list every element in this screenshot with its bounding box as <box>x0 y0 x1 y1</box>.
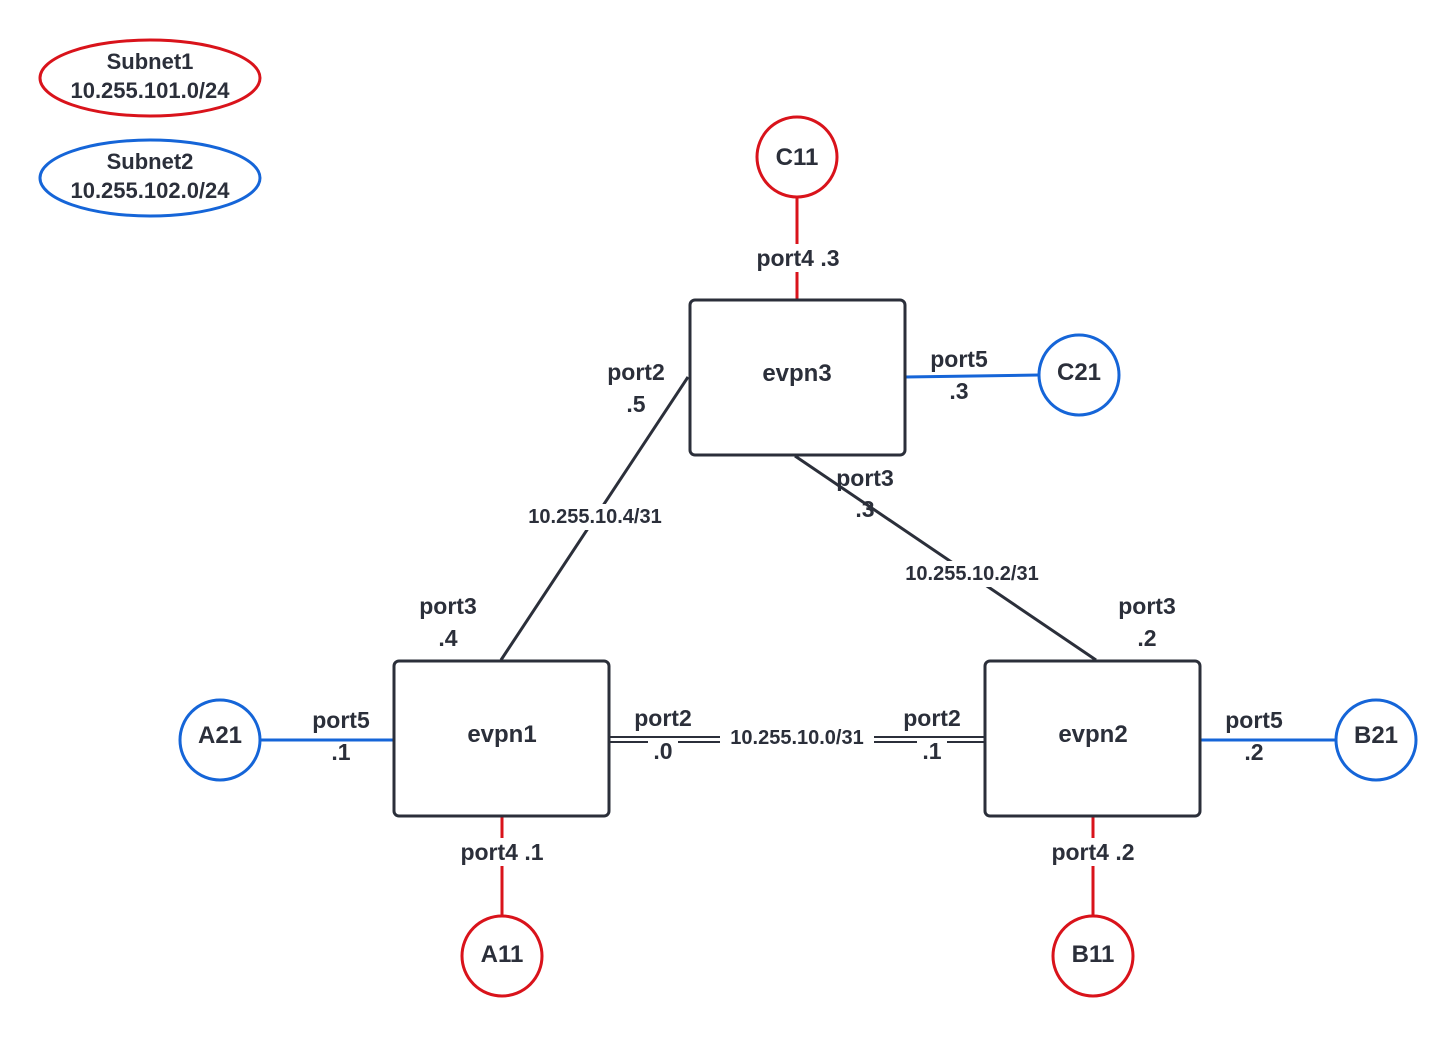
evpn2-port3-name: port3 <box>1118 593 1176 619</box>
host-c21[interactable]: C21 <box>1037 333 1121 417</box>
host-a21[interactable]: A21 <box>178 698 262 782</box>
host-b21-circle[interactable] <box>1334 698 1418 782</box>
legend-subnet2-ellipse <box>38 138 262 218</box>
legend-subnet1-cidr: 10.255.101.0/24 <box>70 78 230 103</box>
router-evpn2[interactable]: evpn2 <box>983 659 1202 818</box>
evpn3-port2-ip: .5 <box>626 391 645 417</box>
host-b21-label: B21 <box>1354 722 1398 749</box>
evpn1-port2-name: port2 <box>634 705 692 731</box>
link-network-labels: 10.255.10.0/31 10.255.10.4/31 10.255.10.… <box>518 504 1049 749</box>
router-evpn1[interactable]: evpn1 <box>392 659 611 818</box>
router-evpn3-label: evpn3 <box>762 360 831 387</box>
evpn2-port2-ip: .1 <box>922 738 941 764</box>
evpn1-port2-ip: .0 <box>653 738 672 764</box>
legend-subnet1: Subnet1 10.255.101.0/24 <box>38 38 262 118</box>
legend-subnet1-name: Subnet1 <box>107 49 194 74</box>
host-a21-circle[interactable] <box>178 698 262 782</box>
evpn3-port3-ip: .3 <box>855 496 874 522</box>
link-evpn1-evpn3-network: 10.255.10.4/31 <box>528 506 661 528</box>
port-labels: port4 .3 port2 .5 port5 .3 port3 .3 port… <box>312 244 1283 866</box>
evpn2-port5-ip: .2 <box>1244 739 1263 765</box>
evpn1-port5-ip: .1 <box>331 739 350 765</box>
host-a21-label: A21 <box>198 722 242 749</box>
legend: Subnet1 10.255.101.0/24 Subnet2 10.255.1… <box>38 38 262 218</box>
router-evpn2-box[interactable] <box>983 659 1202 818</box>
legend-subnet1-ellipse <box>38 38 262 118</box>
evpn1-port3-name: port3 <box>419 593 477 619</box>
host-b11[interactable]: B11 <box>1051 914 1135 998</box>
host-b21[interactable]: B21 <box>1334 698 1418 782</box>
router-evpn2-label: evpn2 <box>1058 721 1127 748</box>
router-evpn1-label: evpn1 <box>467 721 536 748</box>
legend-subnet2-cidr: 10.255.102.0/24 <box>70 178 230 203</box>
evpn2-port4-label: port4 .2 <box>1051 839 1134 865</box>
host-c11[interactable]: C11 <box>755 115 839 199</box>
evpn3-port2-name: port2 <box>607 359 665 385</box>
evpn3-port4-label: port4 .3 <box>756 245 839 271</box>
evpn2-port3-ip: .2 <box>1137 625 1156 651</box>
evpn2-port2-name: port2 <box>903 705 961 731</box>
host-c21-circle[interactable] <box>1037 333 1121 417</box>
router-evpn3[interactable]: evpn3 <box>688 298 907 457</box>
host-c11-circle[interactable] <box>755 115 839 199</box>
evpn3-port5-ip: .3 <box>949 378 968 404</box>
link-evpn3-c21 <box>904 373 1040 379</box>
evpn3-port5-name: port5 <box>930 346 988 372</box>
host-a11-label: A11 <box>481 941 524 968</box>
link-evpn3-evpn2 <box>794 454 1097 662</box>
evpn1-port3-ip: .4 <box>438 625 457 651</box>
legend-subnet2: Subnet2 10.255.102.0/24 <box>38 138 262 218</box>
host-c21-label: C21 <box>1057 359 1101 386</box>
host-a11-circle[interactable] <box>460 914 544 998</box>
host-b11-circle[interactable] <box>1051 914 1135 998</box>
evpn3-port3-name: port3 <box>836 465 894 491</box>
link-evpn2-evpn3-network: 10.255.10.2/31 <box>905 563 1038 585</box>
evpn1-port4-label: port4 .1 <box>460 839 543 865</box>
router-evpn3-box[interactable] <box>688 298 907 457</box>
evpn2-port5-name: port5 <box>1225 707 1283 733</box>
evpn1-port5-name: port5 <box>312 707 370 733</box>
host-a11[interactable]: A11 <box>460 914 544 998</box>
link-evpn1-evpn2-network: 10.255.10.0/31 <box>730 727 863 749</box>
legend-subnet2-name: Subnet2 <box>107 149 194 174</box>
router-evpn1-box[interactable] <box>392 659 611 818</box>
host-c11-label: C11 <box>776 144 819 171</box>
host-b11-label: B11 <box>1072 941 1115 968</box>
